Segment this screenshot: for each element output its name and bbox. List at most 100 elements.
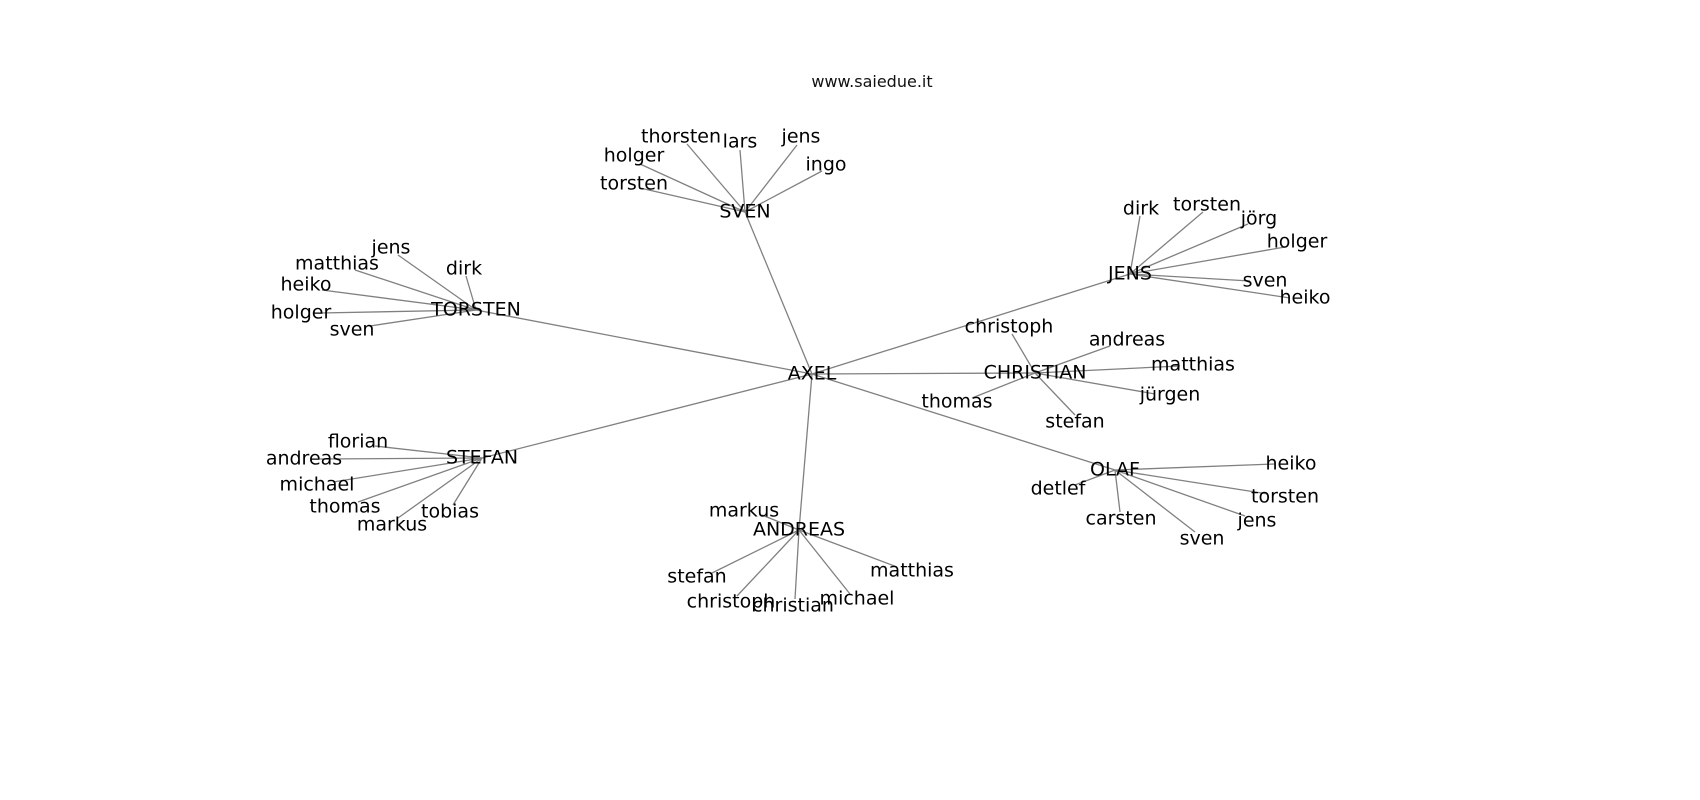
node-torsten-holger: holger [270, 301, 332, 324]
node-andreas-matthias: matthias [870, 559, 954, 582]
edge-jens-jens-heiko [1129, 273, 1291, 299]
edge-jens-jens-jorg [1129, 223, 1249, 275]
edge-andreas-andreas-michael [798, 529, 851, 595]
node-christian-andreas: andreas [1088, 328, 1166, 351]
node-torsten-jens: jens [371, 236, 411, 259]
node-olaf-torsten: torsten [1251, 485, 1319, 508]
edge-christian-christian-matthias [1034, 365, 1181, 374]
node-torsten-sven: sven [329, 318, 375, 341]
node-torsten-dirk: dirk [445, 257, 483, 280]
edge-axel-sven [744, 211, 813, 375]
node-andreas-stefan: stefan [667, 565, 727, 588]
node-torsten: TORSTEN [431, 298, 521, 321]
node-sven-ingo: ingo [805, 153, 847, 176]
node-christian-thomas: thomas [921, 390, 993, 413]
node-stefan-michael: michael [279, 473, 355, 496]
edge-jens-jens-sven [1129, 273, 1251, 282]
edge-stefan-stefan-andreas [319, 457, 483, 460]
edge-axel-torsten [475, 309, 813, 375]
edge-torsten-torsten-sven [369, 309, 477, 327]
edge-torsten-torsten-dirk [465, 275, 477, 311]
node-jens-holger: holger [1266, 230, 1328, 253]
node-stefan-markus: markus [356, 513, 428, 536]
node-sven-jens: jens [781, 125, 821, 148]
node-andreas: ANDREAS [752, 518, 846, 541]
edge-andreas-andreas-stefan [709, 529, 800, 575]
edge-olaf-olaf-carsten [1114, 469, 1121, 513]
edge-christian-christian-stefan [1034, 372, 1076, 416]
node-stefan-florian: florian [327, 430, 389, 453]
node-olaf-heiko: heiko [1265, 452, 1317, 475]
node-sven-lars: lars [722, 130, 758, 153]
edge-stefan-stefan-michael [332, 457, 483, 483]
node-olaf-jens: jens [1237, 509, 1277, 532]
edge-olaf-olaf-torsten [1114, 469, 1269, 495]
edge-christian-christian-christoph [1011, 333, 1036, 374]
node-andreas-christoph: christoph [686, 590, 776, 613]
edge-olaf-olaf-detlef [1074, 469, 1116, 486]
edge-jens-jens-holger [1129, 246, 1286, 275]
edge-stefan-stefan-tobias [452, 457, 483, 506]
edge-torsten-torsten-jens [397, 254, 477, 311]
edge-axel-stefan [481, 373, 813, 459]
edge-sven-sven-jens [744, 144, 798, 213]
edge-axel-olaf [811, 373, 1116, 471]
edge-christian-christian-andreas [1034, 345, 1111, 374]
edge-jens-jens-torsten [1129, 211, 1204, 275]
node-sven-thorsten: thorsten [640, 125, 722, 148]
node-christian-stefan: stefan [1045, 410, 1105, 433]
node-olaf: OLAF [1090, 458, 1140, 481]
edge-christian-christian-jurgen [1034, 372, 1156, 395]
node-stefan: STEFAN [445, 446, 519, 469]
node-olaf-detlef: detlef [1030, 477, 1086, 500]
edge-torsten-torsten-holger [319, 309, 477, 314]
edge-axel-jens [811, 273, 1131, 375]
node-stefan-thomas: thomas [309, 495, 381, 518]
node-sven-torsten: torsten [600, 172, 668, 195]
edge-jens-jens-dirk [1129, 215, 1141, 275]
edge-torsten-torsten-heiko [321, 289, 477, 311]
edge-sven-sven-ingo [744, 170, 823, 213]
edge-axel-andreas [798, 373, 813, 531]
node-torsten-matthias: matthias [295, 252, 379, 275]
node-christian-jurgen: jürgen [1139, 383, 1201, 406]
node-sven: SVEN [719, 200, 771, 223]
edge-andreas-andreas-matthias [798, 529, 898, 568]
edge-olaf-olaf-jens [1114, 469, 1246, 517]
edge-christian-christian-thomas [971, 372, 1036, 399]
edge-stefan-stefan-thomas [357, 457, 483, 503]
edge-andreas-andreas-markus [761, 514, 800, 531]
edge-sven-sven-lars [739, 149, 746, 213]
node-jens-torsten: torsten [1173, 193, 1241, 216]
node-andreas-markus: markus [708, 499, 780, 522]
node-jens-heiko: heiko [1279, 286, 1331, 309]
node-christian-christoph: christoph [964, 315, 1054, 338]
node-torsten-heiko: heiko [280, 273, 332, 296]
edge-andreas-andreas-christoph [736, 529, 800, 597]
node-stefan-tobias: tobias [421, 500, 479, 523]
edge-sven-sven-thorsten [686, 143, 746, 213]
edge-stefan-stefan-florian [374, 445, 483, 459]
node-axel: AXEL [787, 362, 837, 385]
node-andreas-michael: michael [819, 587, 895, 610]
node-stefan-andreas: andreas [265, 447, 343, 470]
edge-sven-sven-holger [639, 163, 746, 213]
node-sven-holger: holger [603, 144, 665, 167]
edge-olaf-olaf-heiko [1114, 463, 1276, 471]
diagram-title: www.saiedue.it [811, 72, 933, 91]
edge-torsten-torsten-matthias [354, 269, 477, 311]
node-christian: CHRISTIAN [983, 361, 1087, 384]
edge-olaf-olaf-sven [1114, 469, 1196, 533]
node-jens-sven: sven [1242, 269, 1288, 292]
edge-axel-christian [811, 372, 1036, 375]
node-jens-jorg: jörg [1240, 207, 1278, 230]
node-jens-dirk: dirk [1122, 197, 1160, 220]
node-christian-matthias: matthias [1151, 353, 1235, 376]
edge-stefan-stefan-markus [397, 457, 483, 519]
node-olaf-sven: sven [1179, 527, 1225, 550]
edge-sven-sven-torsten [639, 187, 746, 213]
edge-andreas-andreas-christian [794, 529, 800, 600]
node-andreas-christian: christian [752, 594, 834, 617]
